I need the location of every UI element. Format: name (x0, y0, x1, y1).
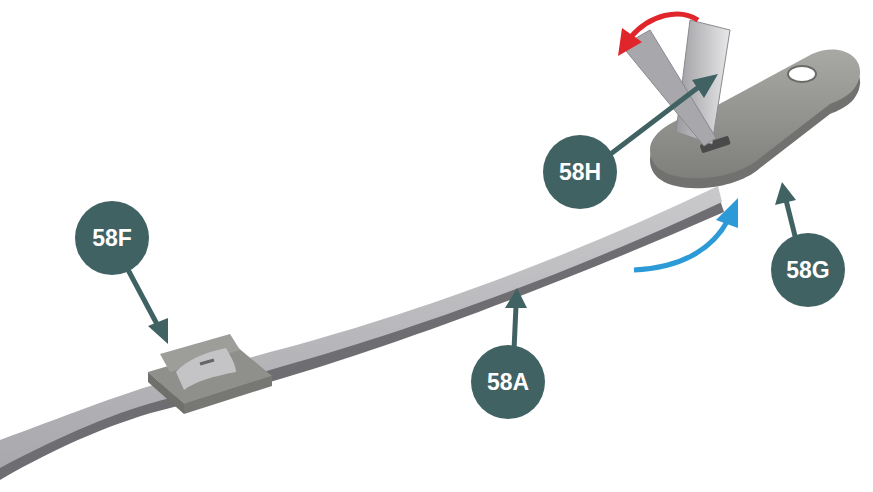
callout-number: 58G (771, 233, 845, 307)
callout-number: 58A (471, 345, 545, 419)
callout-number: 58H (543, 135, 617, 209)
callout-number: 58F (75, 201, 149, 275)
